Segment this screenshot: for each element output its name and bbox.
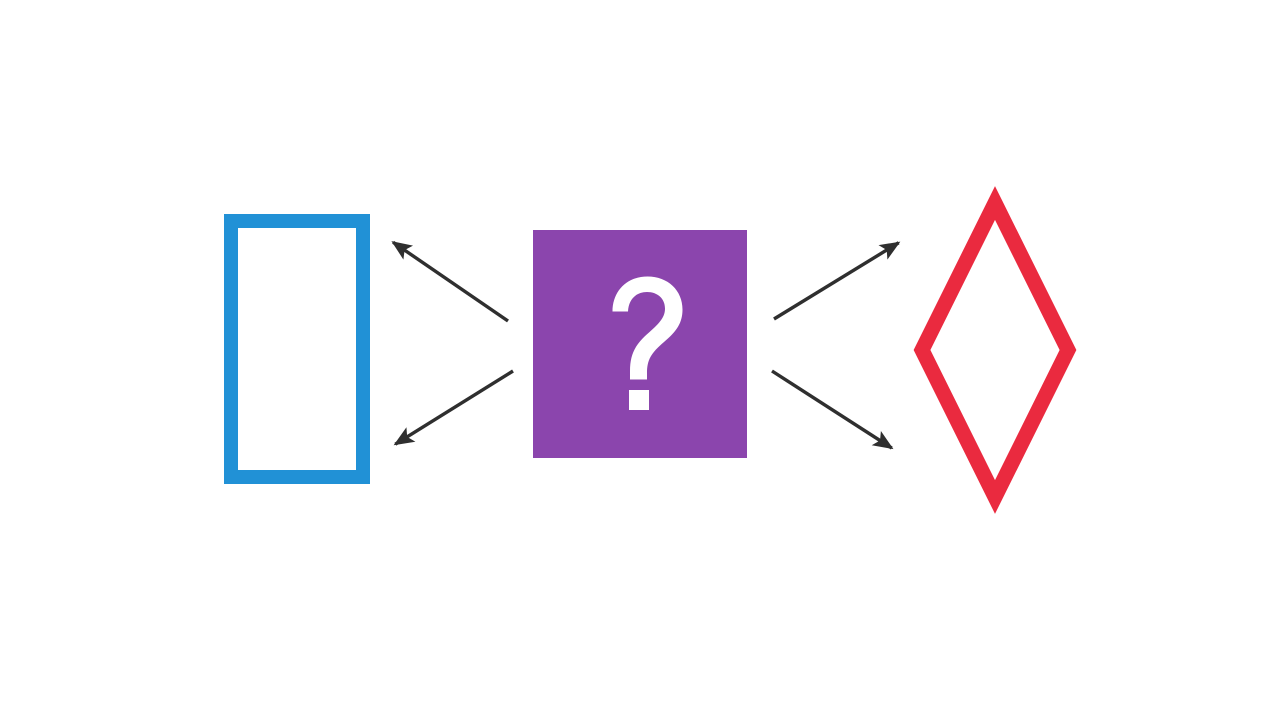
node-left-rectangle[interactable] [224,214,370,484]
blue-rectangle-outline[interactable] [224,214,370,484]
arrow-center-to-bottom-right[interactable] [771,369,894,450]
question-mark-dot [629,390,649,410]
arrow-center-to-bottom-left[interactable] [393,369,514,446]
arrow-center-to-top-right[interactable] [773,241,901,321]
arrow-center-to-top-left[interactable] [391,240,509,323]
red-diamond-outline[interactable] [913,186,1077,514]
node-center-square[interactable] [533,230,747,458]
question-mark-icon [612,276,683,410]
node-right-diamond[interactable] [913,186,1077,514]
connector-group [391,240,901,450]
